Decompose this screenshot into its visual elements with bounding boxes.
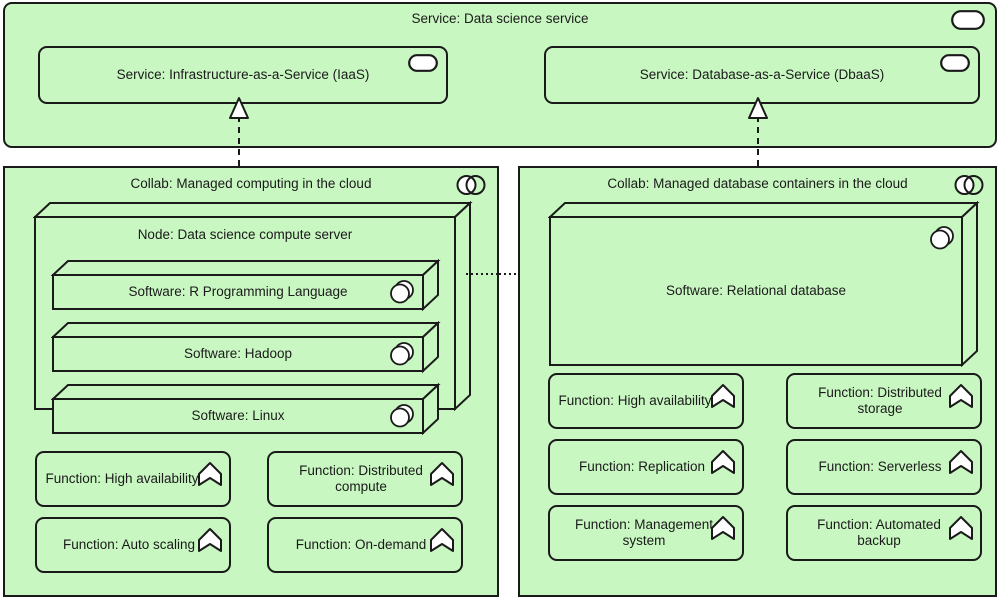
service-iaas-label: Service: Infrastructure-as-a-Service (Ia… bbox=[116, 67, 370, 83]
function-replication[interactable]: Function: Replication bbox=[548, 439, 744, 495]
service-iaas[interactable]: Service: Infrastructure-as-a-Service (Ia… bbox=[38, 46, 448, 104]
component-icon bbox=[390, 342, 414, 366]
service-dbaas[interactable]: Service: Database-as-a-Service (DbaaS) bbox=[544, 46, 980, 104]
function-icon bbox=[949, 516, 973, 540]
function-icon bbox=[711, 384, 735, 408]
collab-managed-database-containers-label: Collab: Managed database containers in t… bbox=[607, 176, 908, 191]
function-icon bbox=[711, 450, 735, 474]
service-data-science-service[interactable]: Service: Data science service Service: I… bbox=[3, 2, 997, 148]
function-distributed-storage[interactable]: Function: Distributed storage bbox=[786, 373, 982, 429]
function-icon bbox=[430, 462, 454, 486]
function-icon bbox=[711, 516, 735, 540]
component-icon bbox=[930, 226, 954, 250]
software-hadoop[interactable]: Software: Hadoop bbox=[51, 321, 441, 375]
function-icon bbox=[949, 384, 973, 408]
service-data-science-service-label: Service: Data science service bbox=[411, 11, 589, 26]
function-icon bbox=[430, 528, 454, 552]
service-icon bbox=[940, 54, 970, 72]
function-automated-backup[interactable]: Function: Automated backup bbox=[786, 505, 982, 561]
software-r-programming-language[interactable]: Software: R Programming Language bbox=[51, 259, 441, 313]
function-auto-scaling[interactable]: Function: Auto scaling bbox=[35, 517, 231, 573]
service-dbaas-label: Service: Database-as-a-Service (DbaaS) bbox=[639, 67, 885, 83]
service-icon bbox=[951, 10, 985, 30]
component-icon bbox=[390, 280, 414, 304]
software-relational-database[interactable]: Software: Relational database bbox=[548, 201, 980, 369]
function-on-demand[interactable]: Function: On-demand bbox=[267, 517, 463, 573]
collab-managed-computing-label: Collab: Managed computing in the cloud bbox=[130, 176, 372, 191]
function-icon bbox=[949, 450, 973, 474]
function-serverless[interactable]: Function: Serverless bbox=[786, 439, 982, 495]
collaboration-icon bbox=[456, 175, 486, 195]
component-icon bbox=[390, 404, 414, 428]
collab-managed-computing[interactable]: Collab: Managed computing in the cloud N… bbox=[3, 166, 499, 597]
service-icon bbox=[408, 54, 438, 72]
software-linux[interactable]: Software: Linux bbox=[51, 383, 441, 437]
collab-managed-database-containers[interactable]: Collab: Managed database containers in t… bbox=[518, 166, 997, 597]
function-icon bbox=[198, 462, 222, 486]
collaboration-icon bbox=[954, 175, 984, 195]
function-icon bbox=[198, 528, 222, 552]
function-distributed-compute[interactable]: Function: Distributed compute bbox=[267, 451, 463, 507]
function-high-availability[interactable]: Function: High availability bbox=[35, 451, 231, 507]
function-high-availability-db[interactable]: Function: High availability bbox=[548, 373, 744, 429]
function-management-system[interactable]: Function: Management system bbox=[548, 505, 744, 561]
